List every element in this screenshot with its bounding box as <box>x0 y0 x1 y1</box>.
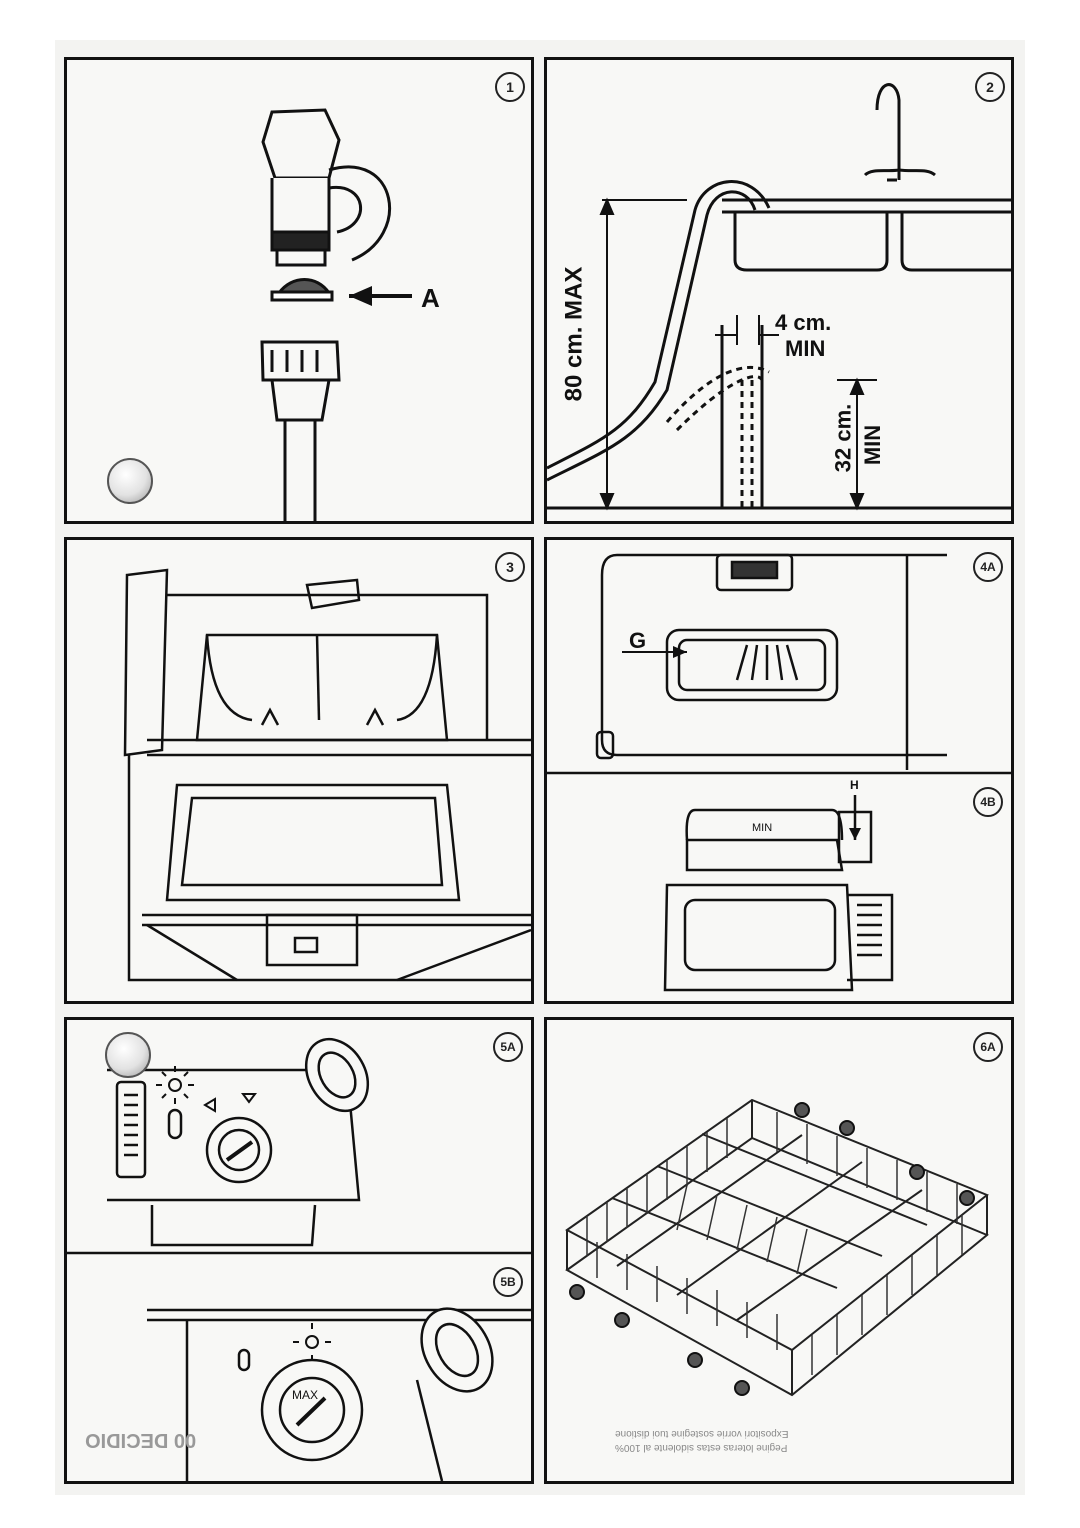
punch-hole <box>107 458 153 504</box>
panel-badge-4a: 4A <box>973 552 1003 582</box>
rinse-aid-drawing <box>547 553 1011 992</box>
panel-badge-2: 2 <box>975 72 1005 102</box>
callout-32cm: 32 cm. <box>830 403 856 473</box>
panel-3-detergent-dispenser: 3 <box>64 537 534 1004</box>
panel-badge-5b: 5B <box>493 1267 523 1297</box>
panel-badge-3: 3 <box>495 552 525 582</box>
callout-a: A <box>421 283 440 313</box>
panel-2-drain-hose-height: 2 80 cm. MAX 4 cm. MIN 32 cm. MIN <box>544 57 1014 524</box>
panel-6a-dish-rack: 6A <box>544 1017 1014 1484</box>
punch-hole <box>105 1032 151 1078</box>
panel-4-salt-and-rinse-aid: 4A G 4B H MIN <box>544 537 1014 1004</box>
callout-g: G <box>629 628 647 653</box>
panel-badge-5a: 5A <box>493 1032 523 1062</box>
panel-badge-4b: 4B <box>973 787 1003 817</box>
manual-page: 1 A <box>55 40 1025 1495</box>
tap-and-filter-drawing <box>260 108 412 521</box>
callout-32cm-min: MIN <box>860 424 886 466</box>
callout-80cm-max: 80 cm. MAX <box>560 266 588 402</box>
panel-badge-6a: 6A <box>973 1032 1003 1062</box>
max-mark-5b: MAX <box>292 1388 319 1402</box>
min-mark-4b: MIN <box>752 822 773 834</box>
dispenser-drawing <box>123 568 531 982</box>
dial-drawing <box>67 1037 531 1481</box>
panel-5-rinse-aid-dial: 5A 5B MAX <box>64 1017 534 1484</box>
footer-line-2: Pegine loteras estas sidolente al 100% <box>615 1442 788 1453</box>
footer-line-1: Expositori vorrie sostegine tuoi distion… <box>615 1428 789 1439</box>
callout-h: H <box>850 778 859 792</box>
footer-code: 00 DECIDIO <box>85 1429 197 1451</box>
panel-badge-1: 1 <box>495 72 525 102</box>
drain-hose-drawing <box>547 83 1011 511</box>
panel-1-water-inlet-filter: 1 A <box>64 57 534 524</box>
callout-4cm-min: MIN <box>785 336 826 361</box>
callout-4cm: 4 cm. <box>775 310 832 335</box>
dish-rack-drawing <box>565 1098 989 1397</box>
